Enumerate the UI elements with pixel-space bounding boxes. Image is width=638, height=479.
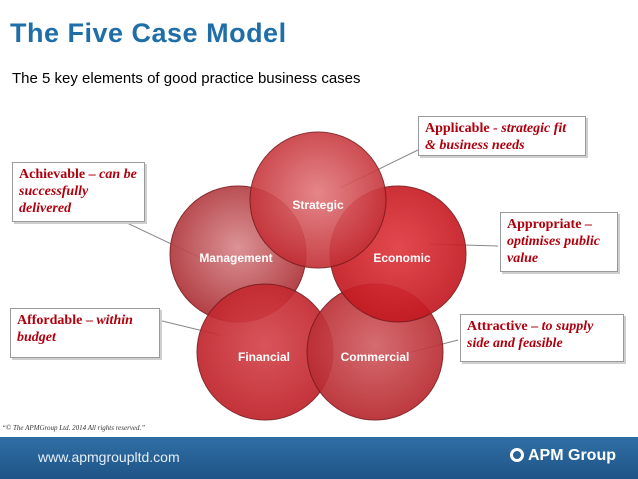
callout-attractive-lead: Attractive – <box>467 319 542 334</box>
footer-url-link[interactable]: www.apmgroupltd.com <box>38 449 180 465</box>
circle-strategic <box>249 131 387 269</box>
callout-achievable: Achievable – can be successfully deliver… <box>12 162 145 222</box>
label-strategic: Strategic <box>292 198 344 212</box>
callout-appropriate: Appropriate – optimises public value <box>500 212 618 272</box>
copyright-notice: “© The APMGroup Ltd. 2014 All rights res… <box>2 424 146 432</box>
callout-applicable-lead: Applicable <box>425 121 494 136</box>
callout-attractive-rest: to supply side and feasible <box>467 319 594 351</box>
label-management: Management <box>199 251 272 265</box>
callout-achievable-rest: can be successfully delivered <box>19 167 137 216</box>
callout-applicable-rest: - strategic fit & business needs <box>425 121 567 153</box>
callout-appropriate-lead: Appropriate – <box>507 217 592 232</box>
apm-logo-icon <box>510 448 524 462</box>
callout-appropriate-rest: optimises public value <box>507 234 600 266</box>
callout-achievable-lead: Achievable – <box>19 167 100 182</box>
callout-affordable-rest: within budget <box>17 313 133 345</box>
page-subtitle: The 5 key elements of good practice busi… <box>12 70 361 87</box>
label-commercial: Commercial <box>341 350 410 364</box>
callout-applicable: Applicable - strategic fit & business ne… <box>418 116 586 156</box>
five-case-diagram: Strategic Economic Commercial Financial … <box>124 131 499 421</box>
callout-attractive: Attractive – to supply side and feasible <box>460 314 624 362</box>
label-economic: Economic <box>373 251 431 265</box>
page-title: The Five Case Model <box>10 18 287 48</box>
apm-group-logo: APM Group <box>510 447 616 465</box>
callout-affordable: Affordable – within budget <box>10 308 160 358</box>
label-financial: Financial <box>238 350 290 364</box>
apm-logo-text: APM Group <box>528 447 616 464</box>
callout-affordable-lead: Affordable – <box>17 313 97 328</box>
footer-bar: www.apmgroupltd.com APM Group <box>0 437 638 479</box>
